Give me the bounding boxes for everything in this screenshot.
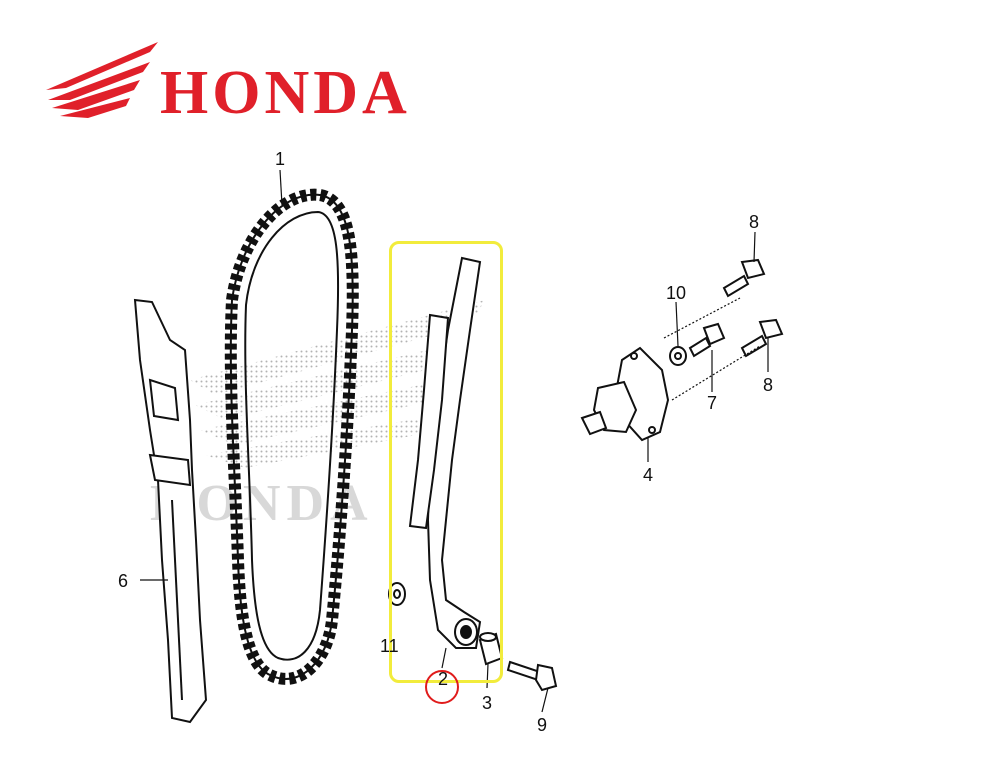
callout-9: 9 [537,715,548,735]
cam-chain-part-1 [224,188,359,685]
chain-guide-part-6 [133,298,208,724]
highlight-circle [425,670,459,704]
callout-1: 1 [275,149,286,169]
bolt-part-7 [688,322,726,358]
honda-wing-icon [46,42,158,118]
callout-7: 7 [707,393,718,413]
bolt-part-8-upper [722,258,766,298]
washer-part-10 [669,346,687,366]
callout-10: 10 [666,283,687,303]
brand-name: HONDA [160,59,411,127]
tensioner-lifter-part-4 [580,346,670,442]
bolt-part-9 [506,660,558,692]
callout-6: 6 [118,571,129,591]
bolt-part-8-lower [740,318,784,358]
callout-8-lower: 8 [763,375,774,395]
callout-8-upper: 8 [749,212,760,232]
callout-2: 2 [438,669,449,689]
tensioner-arm-part-2 [408,256,482,649]
callout-3: 3 [482,693,493,713]
honda-logo: HONDA [0,0,560,140]
leader-lines [140,169,769,713]
highlight-box [389,241,503,683]
callout-11: 11 [380,636,399,656]
callout-4: 4 [643,465,654,485]
